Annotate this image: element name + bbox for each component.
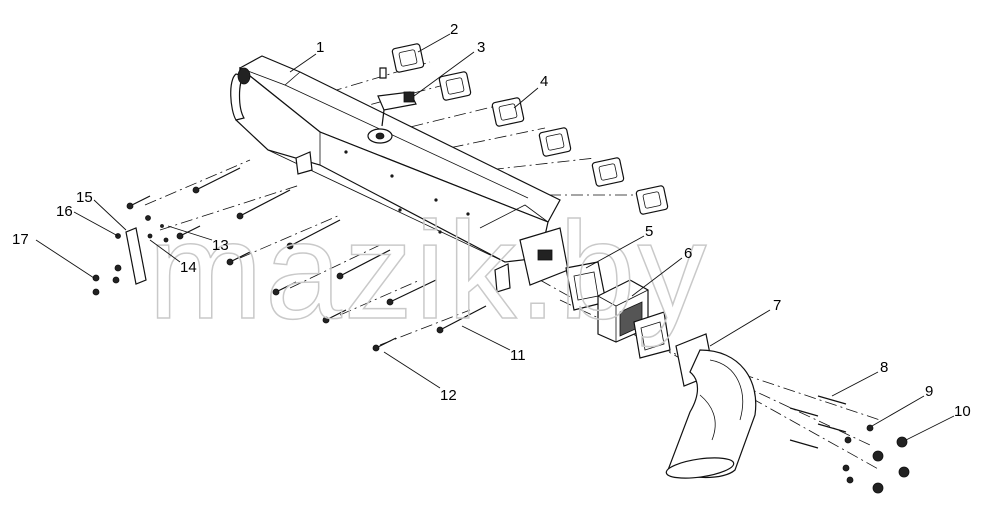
- leader-lines: [35, 33, 955, 441]
- callout-5: 5: [645, 223, 653, 240]
- washers-and-nuts: [842, 424, 910, 494]
- callout-7: 7: [773, 297, 781, 314]
- callout-17: 17: [12, 231, 29, 248]
- callout-2: 2: [450, 21, 458, 38]
- callout-15: 15: [76, 189, 93, 206]
- callout-9: 9: [925, 383, 933, 400]
- assembly-axes: [144, 61, 881, 471]
- callout-13: 13: [212, 237, 229, 254]
- callout-labels: 1 2 3 4 5 6 7 8 9 10 11 12 13 14 15 16 1…: [12, 21, 971, 420]
- callout-6: 6: [684, 245, 692, 262]
- callout-4: 4: [540, 73, 548, 90]
- watermark: mazik.by: [148, 194, 708, 348]
- exhaust-elbow: [665, 333, 757, 479]
- callout-1: 1: [316, 39, 324, 56]
- short-bolts: [126, 195, 397, 352]
- callout-16: 16: [56, 203, 73, 220]
- callout-12: 12: [440, 387, 457, 404]
- callout-8: 8: [880, 359, 888, 376]
- port-gaskets: [391, 43, 669, 215]
- mounting-bracket: [92, 215, 169, 296]
- flange-spacer: [597, 279, 671, 359]
- callout-11: 11: [510, 347, 526, 364]
- callout-14: 14: [180, 259, 197, 276]
- long-bolts: [192, 167, 487, 334]
- studs: [789, 395, 847, 449]
- callout-3: 3: [477, 39, 485, 56]
- temperature-sensor: [377, 67, 417, 127]
- exhaust-manifold: [230, 55, 569, 293]
- callout-10: 10: [954, 403, 971, 420]
